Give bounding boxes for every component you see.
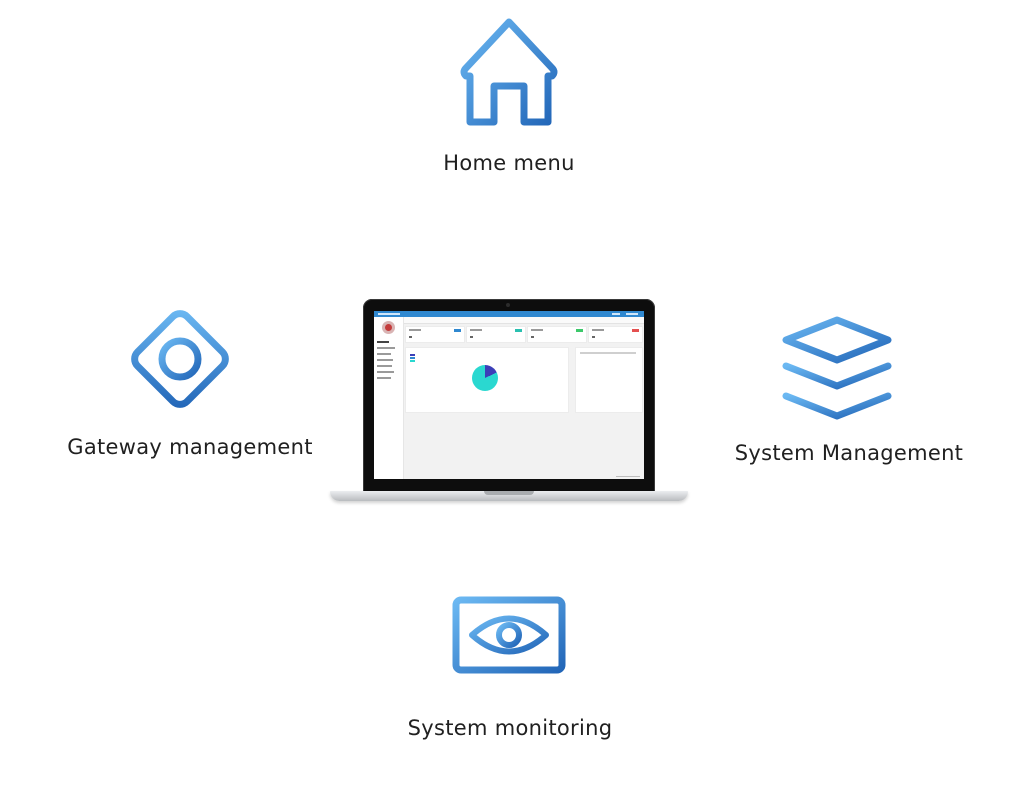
screen-card: [405, 326, 465, 343]
screen-pie-panel: [405, 347, 569, 413]
monitoring-label: System monitoring: [407, 716, 613, 740]
laptop-base: [330, 491, 688, 501]
screen-pie: [472, 365, 498, 391]
screen-card: [466, 326, 526, 343]
laptop-lid: [363, 299, 655, 493]
laptop-notch: [484, 491, 534, 495]
screen-sidebar: [374, 317, 404, 479]
layers-icon: [782, 316, 892, 420]
dashboard-screen: [374, 311, 644, 479]
house-icon: [460, 18, 558, 126]
gateway-label: Gateway management: [67, 435, 313, 459]
screen-card: [527, 326, 587, 343]
laptop-mockup: [330, 299, 688, 510]
diamond-target-icon: [131, 310, 229, 408]
monitor-eye-icon: [452, 596, 566, 692]
screen-tabbar: [404, 317, 644, 324]
home-label: Home menu: [443, 151, 575, 175]
screen-card: [588, 326, 643, 343]
system-management-label: System Management: [734, 441, 964, 465]
screen-header: [374, 311, 644, 317]
screen-table-panel: [575, 347, 643, 413]
camera: [506, 303, 510, 307]
